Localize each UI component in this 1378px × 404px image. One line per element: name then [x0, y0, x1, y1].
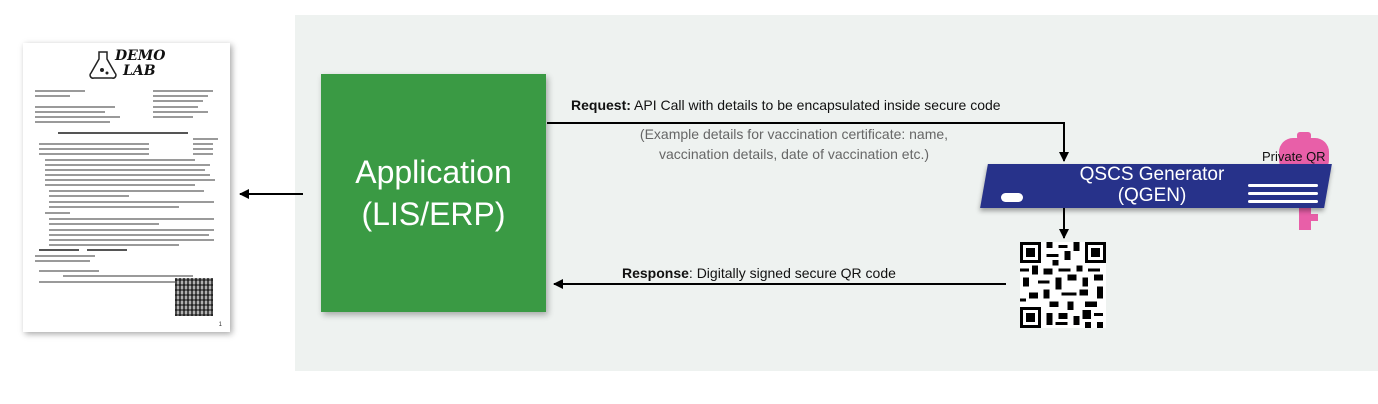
application-label-line1: Application — [355, 154, 512, 190]
request-label: Request: API Call with details to be enc… — [571, 97, 1001, 113]
request-example-note: (Example details for vaccination certifi… — [639, 126, 949, 162]
response-label-bold: Response — [622, 265, 689, 281]
generator-label-line2: (QGEN) — [1117, 185, 1187, 206]
request-arrow — [547, 122, 1069, 162]
demo-lab-logo-text: DEMO LAB — [115, 49, 166, 79]
generator-vent-lines-icon — [1248, 184, 1318, 208]
document-qr-code-icon — [175, 278, 213, 316]
generator-label: QSCS Generator (QGEN) — [1040, 164, 1264, 206]
lab-report-document: DEMO LAB 1 — [23, 43, 230, 332]
request-label-text: API Call with details to be encapsulated… — [630, 97, 1001, 113]
application-box: Application (LIS/ERP) — [321, 74, 546, 312]
secure-qr-code-icon — [1020, 242, 1106, 328]
response-label: Response: Digitally signed secure QR cod… — [622, 265, 896, 281]
application-label-line2: (LIS/ERP) — [361, 196, 506, 232]
response-label-text: : Digitally signed secure QR code — [688, 265, 896, 281]
generator-label-line1: QSCS Generator — [1079, 164, 1225, 185]
logo-text-line2: LAB — [123, 63, 156, 79]
document-page-number: 1 — [218, 322, 222, 328]
generator-indicator-icon — [1001, 193, 1023, 202]
private-qr-label: Private QR — [1262, 149, 1326, 164]
flask-logo-icon — [89, 51, 117, 79]
logo-text-line1: DEMO — [115, 48, 166, 64]
request-label-bold: Request: — [571, 97, 631, 113]
